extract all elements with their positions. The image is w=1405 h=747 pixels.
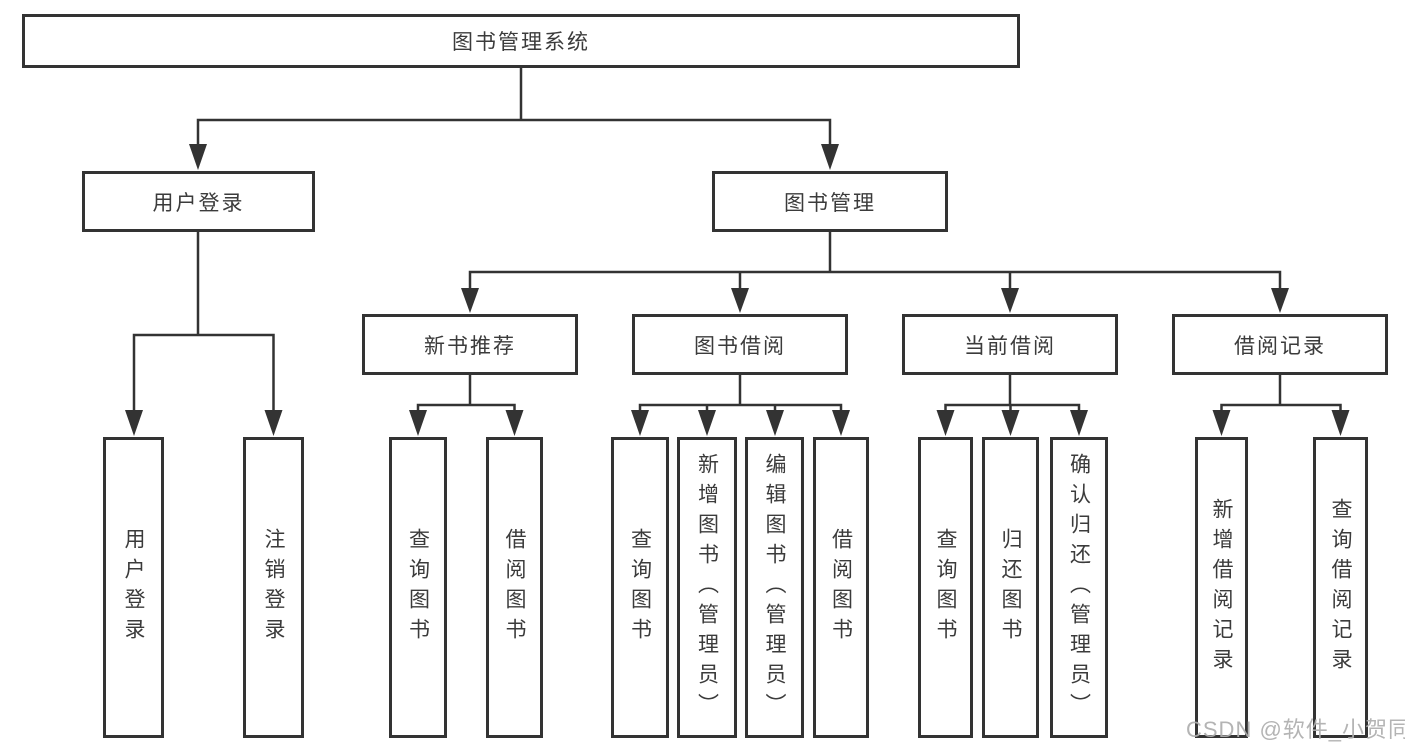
- leaf-query-books-3-label: 查询图书: [934, 527, 957, 648]
- leaf-return-book: 归还图书: [982, 437, 1039, 738]
- node-root-system: 图书管理系统: [22, 14, 1020, 68]
- leaf-user-login: 用户登录: [103, 437, 164, 738]
- leaf-borrow-books-1-label: 借阅图书: [503, 527, 526, 648]
- leaf-add-book-admin: 新增图书（管理员）: [677, 437, 737, 738]
- csdn-watermark: CSDN @软件_小贺同学: [1186, 717, 1405, 742]
- leaf-query-borrow-record: 查询借阅记录: [1313, 437, 1368, 738]
- node-current-borrowing: 当前借阅: [902, 314, 1118, 375]
- leaf-edit-book-admin: 编辑图书（管理员）: [745, 437, 804, 738]
- leaf-borrow-books-2: 借阅图书: [813, 437, 869, 738]
- leaf-query-books-3: 查询图书: [918, 437, 973, 738]
- node-current-borrowing-label: 当前借阅: [964, 334, 1056, 358]
- leaf-query-books-2: 查询图书: [611, 437, 669, 738]
- node-book-borrowing: 图书借阅: [632, 314, 848, 375]
- leaf-add-borrow-record-label: 新增借阅记录: [1210, 497, 1233, 678]
- leaf-confirm-return-admin-label: 确认归还（管理员）: [1067, 452, 1091, 723]
- leaf-query-books-1-label: 查询图书: [406, 527, 430, 648]
- node-root-label: 图书管理系统: [452, 31, 590, 54]
- leaf-query-borrow-record-label: 查询借阅记录: [1329, 497, 1352, 678]
- leaf-user-login-label: 用户登录: [122, 527, 145, 648]
- leaf-add-book-admin-label: 新增图书（管理员）: [695, 452, 719, 723]
- leaf-confirm-return-admin: 确认归还（管理员）: [1050, 437, 1108, 738]
- leaf-edit-book-admin-label: 编辑图书（管理员）: [763, 452, 786, 723]
- leaf-query-books-1: 查询图书: [389, 437, 447, 738]
- node-user-login-group-label: 用户登录: [152, 191, 245, 215]
- node-borrowing-records-label: 借阅记录: [1234, 334, 1326, 358]
- node-book-management-label: 图书管理: [784, 191, 876, 215]
- leaf-logout-label: 注销登录: [262, 527, 285, 648]
- leaf-logout: 注销登录: [243, 437, 304, 738]
- leaf-add-borrow-record: 新增借阅记录: [1195, 437, 1248, 738]
- node-new-book-recommend: 新书推荐: [362, 314, 578, 375]
- leaf-borrow-books-1: 借阅图书: [486, 437, 543, 738]
- leaf-query-books-2-label: 查询图书: [628, 527, 652, 648]
- arrowheads: [125, 144, 1350, 436]
- leaf-return-book-label: 归还图书: [999, 527, 1022, 648]
- node-new-book-recommend-label: 新书推荐: [424, 334, 516, 358]
- node-borrowing-records: 借阅记录: [1172, 314, 1388, 375]
- node-user-login-group: 用户登录: [82, 171, 315, 232]
- node-book-management: 图书管理: [712, 171, 948, 232]
- node-book-borrowing-label: 图书借阅: [694, 334, 786, 358]
- leaf-borrow-books-2-label: 借阅图书: [829, 527, 853, 648]
